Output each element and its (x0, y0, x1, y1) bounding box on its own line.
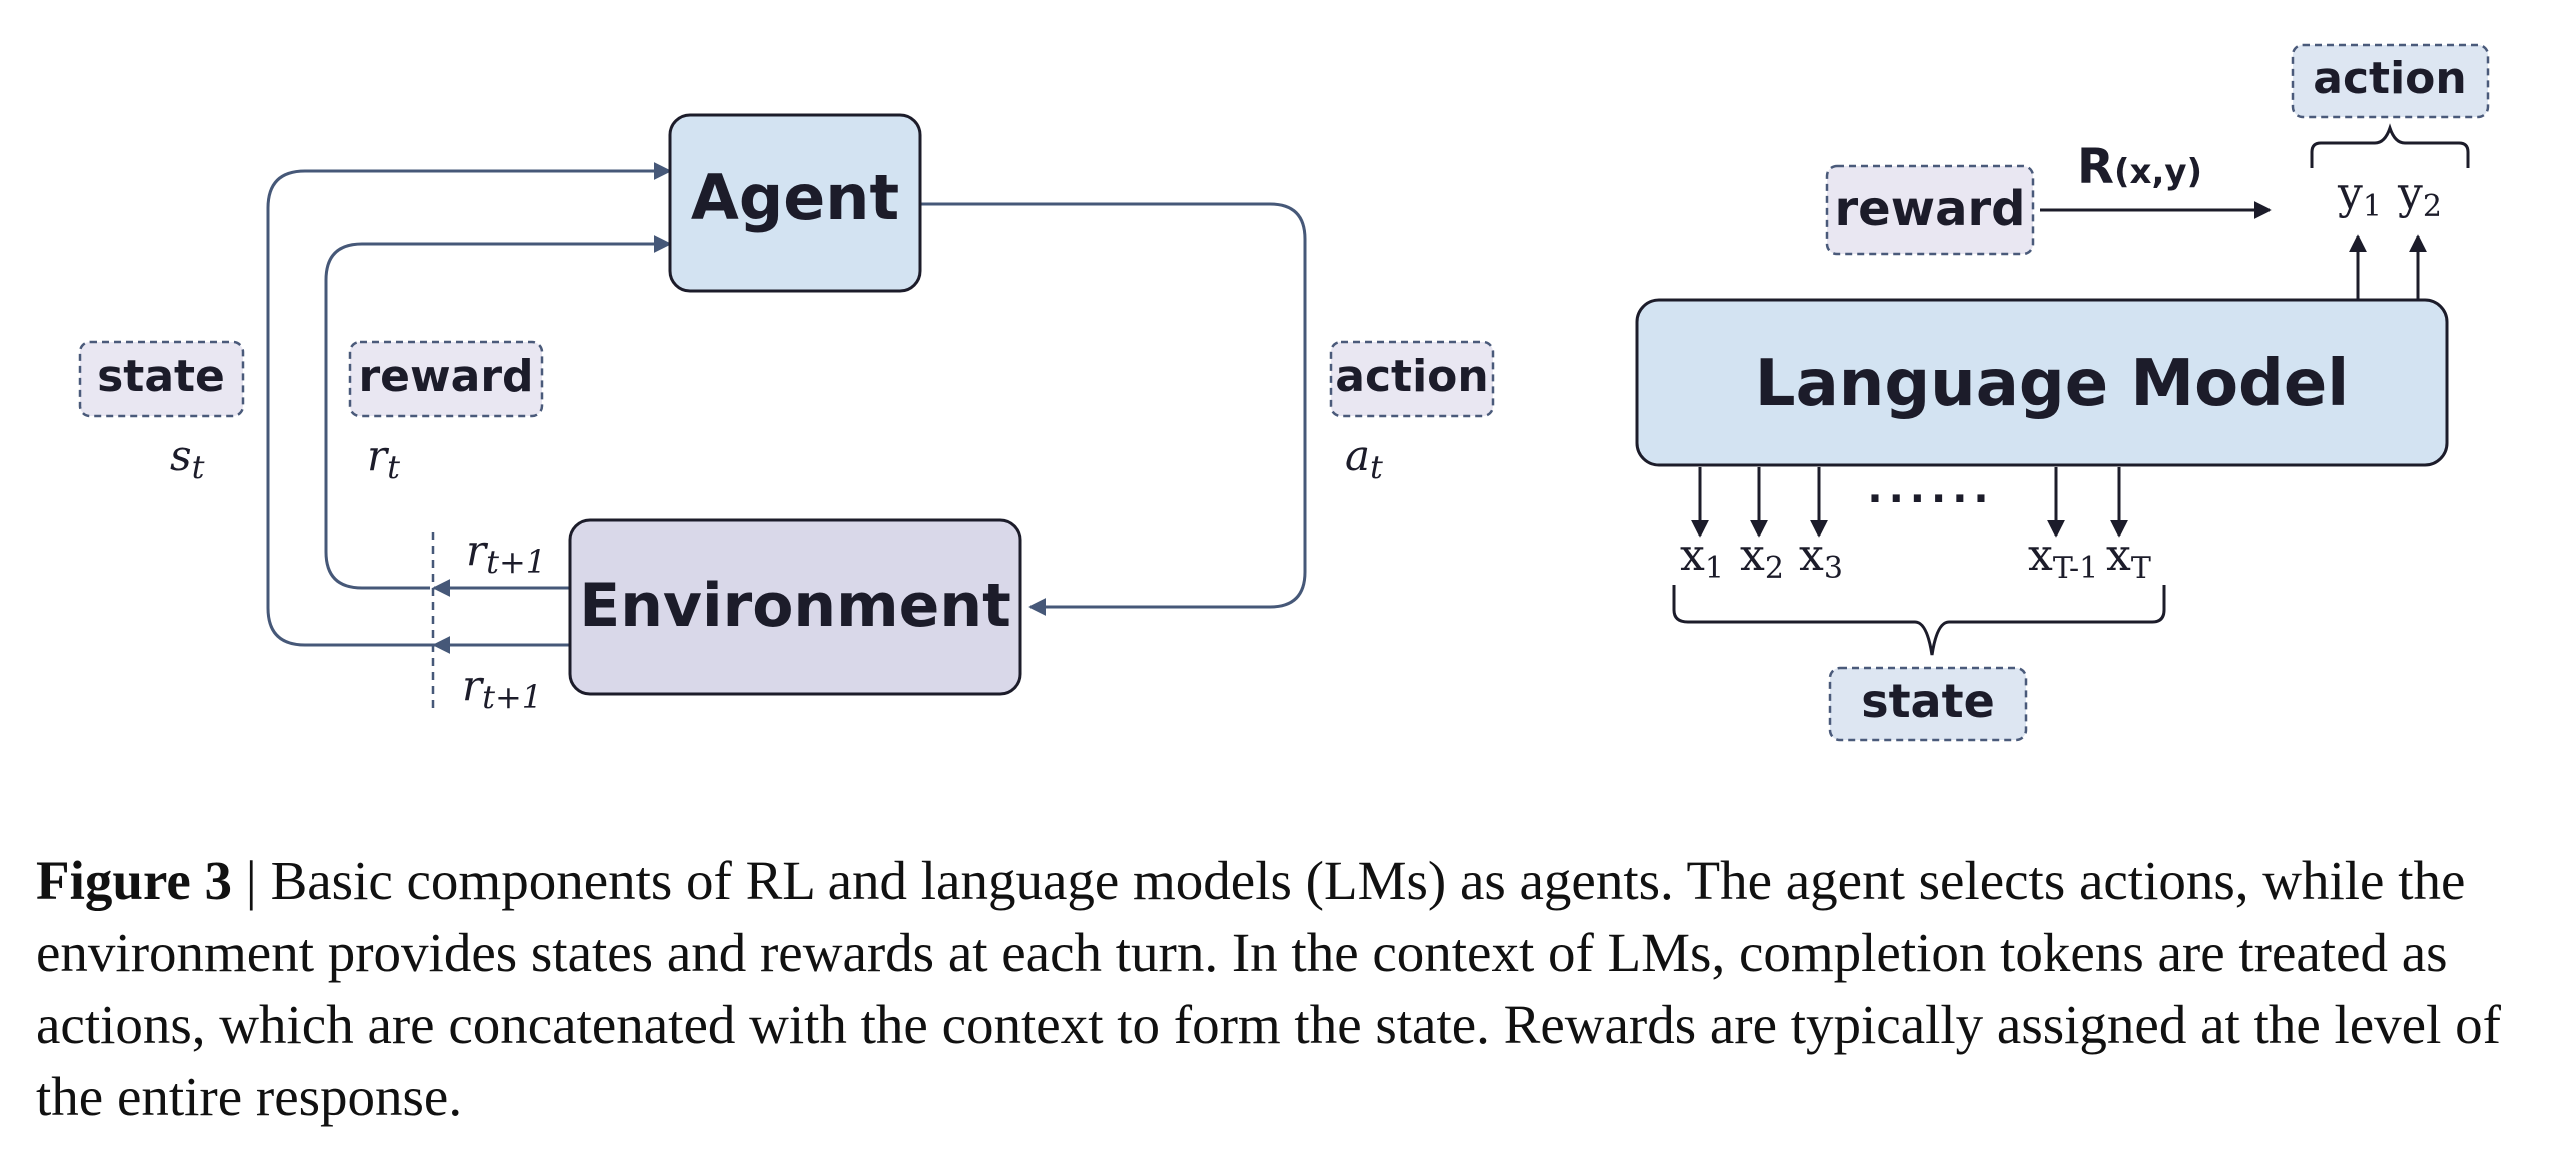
language-model-label: Language Model (1755, 347, 2349, 421)
input-ellipsis: ...... (1867, 466, 1994, 512)
input-token: x3 (1799, 530, 1843, 586)
next-reward-symbol: rt+1 (466, 526, 546, 581)
caption-separator: | (232, 850, 271, 911)
agent-label: Agent (691, 161, 899, 234)
figure-diagram: Agent Environment state st reward rt act… (78, 43, 2490, 742)
lm-state-tag (1828, 666, 2028, 742)
reward-tag (348, 340, 544, 418)
input-token: x2 (1740, 530, 1784, 586)
reward-function-label: R(x,y) (2077, 139, 2202, 195)
language-model-box (1635, 298, 2449, 467)
reward-symbol: rt (367, 431, 400, 486)
input-token: xT (2106, 530, 2151, 586)
action-arrow (920, 202, 1307, 616)
state-tag (78, 340, 245, 418)
output-token: y1 (2337, 168, 2382, 224)
action-symbol: at (1345, 431, 1383, 486)
state-arrow (266, 162, 672, 647)
lm-action-tag-label: action (2313, 53, 2466, 104)
input-token: xT-1 (2028, 530, 2098, 586)
input-brace (1672, 585, 2166, 656)
figure-caption: Figure 3 | Basic components of RL and la… (36, 845, 2556, 1133)
environment-label: Environment (579, 571, 1011, 641)
environment-box (568, 518, 1022, 696)
action-tag (1329, 340, 1495, 418)
next-state-symbol: rt+1 (462, 661, 542, 716)
lm-reward-tag-label: reward (1835, 181, 2026, 237)
caption-label: Figure 3 (36, 850, 233, 911)
agent-box (668, 113, 922, 293)
lm-action-tag (2291, 43, 2490, 119)
output-brace (2310, 123, 2470, 168)
reward-arrow (324, 235, 672, 590)
rl-diagram: Agent Environment state st reward rt act… (78, 113, 1495, 716)
caption-text: Basic components of RL and language mode… (36, 850, 2501, 1127)
lm-reward-tag (1825, 164, 2035, 256)
lm-diagram: action reward R(x,y) y1 y2 Language Mode… (1635, 43, 2490, 742)
lm-state-tag-label: state (1861, 674, 1995, 728)
state-symbol: st (170, 431, 205, 486)
action-tag-label: action (1335, 351, 1488, 402)
reward-tag-label: reward (358, 351, 533, 402)
output-token: y2 (2397, 168, 2442, 224)
state-tag-label: state (97, 351, 225, 402)
input-token: x1 (1680, 530, 1724, 586)
